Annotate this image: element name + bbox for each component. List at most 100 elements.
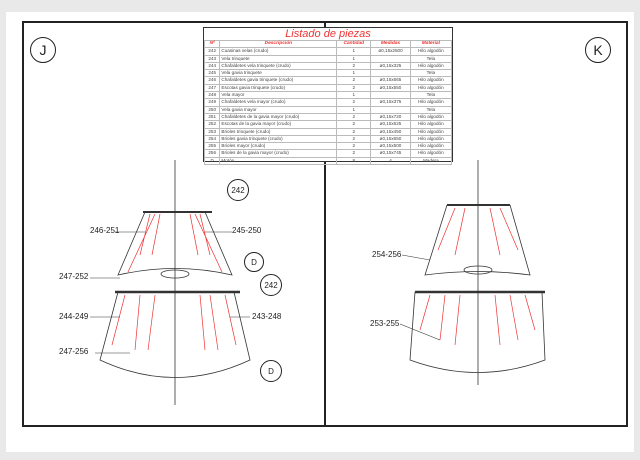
parts-list-table: Listado de piezas Nº Descripción Cantida…: [203, 27, 453, 166]
cell-material: Tela: [409, 91, 453, 100]
callout-242-top: 242: [227, 179, 249, 201]
label-245-250: 245-250: [232, 226, 262, 235]
cell-description: Motón: [219, 156, 338, 166]
cell-measures: [370, 69, 411, 78]
cell-material: Tela: [409, 105, 453, 114]
cell-description: Brioles trinquete (crudo): [219, 127, 338, 136]
cell-quantity: 1: [336, 69, 372, 78]
cell-quantity: 1: [336, 54, 372, 63]
cell-material: Hilo algodón: [409, 47, 453, 56]
cell-num: D: [203, 156, 221, 166]
cell-quantity: 2: [336, 112, 372, 122]
table-title: Listado de piezas: [285, 28, 371, 40]
panel-divider: [324, 21, 326, 427]
callout-d-bottom: D: [260, 360, 282, 382]
cell-measures: ø0,15x665: [370, 76, 411, 85]
cell-description: Cuasinas velas (crudo): [219, 47, 338, 56]
cell-quantity: 2: [336, 142, 372, 151]
cell-description: Chafaldetes vela mayor (crudo): [219, 98, 338, 107]
right-course: [409, 291, 546, 373]
cell-description: Brioles mayor (crudo): [219, 142, 338, 151]
cell-description: Chafaldetes vela trinquete (crudo): [219, 61, 338, 71]
cell-quantity: 2: [336, 149, 372, 158]
label-243-248: 243-248: [252, 312, 282, 321]
cell-num: 242: [203, 47, 221, 56]
cell-num: 245: [203, 69, 221, 78]
cell-quantity: 2: [336, 76, 372, 85]
cell-material: Hilo algodón: [409, 98, 453, 107]
header-description: Descripción: [219, 39, 338, 49]
cell-description: Escotas gavia trinquete (crudo): [219, 83, 338, 93]
cell-measures: [370, 91, 411, 100]
cell-num: 255: [203, 142, 221, 151]
cell-measures: ø0,15x720: [370, 112, 411, 122]
cell-quantity: 2: [336, 120, 372, 129]
cell-num: 244: [203, 61, 221, 71]
callout-242-mid: 242: [260, 274, 282, 296]
cell-measures: ø0,15x375: [370, 98, 411, 107]
cell-num: 251: [203, 112, 221, 122]
cell-material: Hilo algodón: [409, 120, 453, 129]
cell-material: Tela: [409, 69, 453, 78]
cell-num: 252: [203, 120, 221, 129]
label-247-252: 247-252: [59, 272, 89, 281]
cell-quantity: 1: [336, 91, 372, 100]
cell-description: Chafaldetes gavia trinquete (crudo): [219, 76, 338, 85]
cell-measures: ø0,15x2500: [370, 47, 411, 56]
cell-measures: 4: [370, 156, 411, 166]
cell-num: 248: [203, 91, 221, 100]
cell-material: Hilo algodón: [409, 76, 453, 85]
cell-num: 249: [203, 98, 221, 107]
cell-material: Hilo algodón: [409, 61, 453, 71]
cell-material: Hilo algodón: [409, 83, 453, 93]
cell-quantity: 1: [336, 105, 372, 114]
cell-measures: ø0,15x550: [370, 83, 411, 93]
label-244-249: 244-249: [59, 312, 89, 321]
panel-label-k: K: [585, 37, 611, 63]
cell-measures: ø0,15x745: [370, 149, 411, 158]
panel-label-j: J: [30, 37, 56, 63]
cell-material: Hilo algodón: [409, 134, 453, 144]
cell-quantity: 1: [336, 47, 372, 56]
cell-material: Hilo algodón: [409, 142, 453, 151]
cell-description: Vela mayor: [219, 91, 338, 100]
cell-num: 256: [203, 149, 221, 158]
cell-num: 253: [203, 127, 221, 136]
cell-num: 254: [203, 134, 221, 144]
cell-quantity: 2: [336, 98, 372, 107]
label-246-251: 246-251: [90, 226, 120, 235]
cell-description: Vela gavia mayor: [219, 105, 338, 114]
cell-quantity: 2: [336, 61, 372, 71]
cell-num: 250: [203, 105, 221, 114]
cell-measures: ø0,15x450: [370, 127, 411, 136]
cell-measures: ø0,15x650: [370, 134, 411, 144]
cell-description: Brioles de la gavia mayor (crudo): [219, 149, 338, 158]
header-material: Material: [409, 39, 453, 49]
cell-measures: ø0,15x325: [370, 61, 411, 71]
header-quantity: Cantidad: [336, 39, 372, 49]
cell-num: 246: [203, 76, 221, 85]
cell-num: 247: [203, 83, 221, 93]
left-top: [160, 269, 190, 279]
cell-description: Chafaldetes de la gavia mayor (crudo): [219, 112, 338, 122]
cell-measures: [370, 54, 411, 63]
cell-description: Vela gavia trinquete: [219, 69, 338, 78]
header-num: Nº: [203, 39, 221, 49]
cell-num: 243: [203, 54, 221, 63]
callout-d-top: D: [244, 252, 264, 272]
right-topsail: [424, 204, 531, 276]
